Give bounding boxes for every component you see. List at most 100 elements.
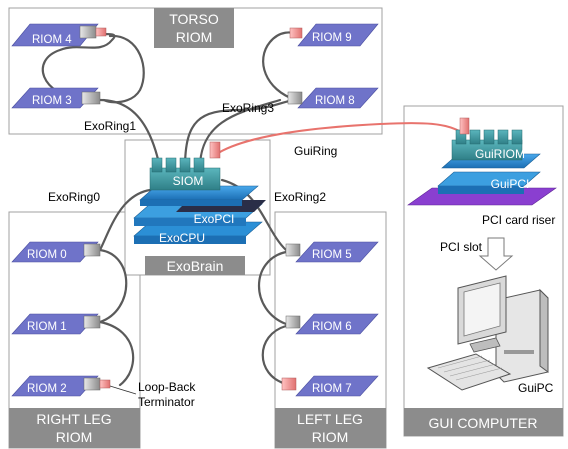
- riom-boards: RIOM 4 RIOM 3 RIOM 9 RIOM 8 RIOM 0: [11, 23, 379, 397]
- guiriom-port-icon: [483, 129, 495, 145]
- exoring2-label: ExoRing2: [274, 190, 326, 204]
- gui-pci-card: GuiPCI GuiRIOM: [407, 117, 557, 206]
- exoring1-label: ExoRing1: [84, 119, 136, 133]
- tower-drive-slot: [504, 350, 534, 354]
- keyboard: [426, 353, 512, 391]
- riom-1-connector: [83, 315, 101, 329]
- left-leg-title-line2: RIOM: [312, 429, 349, 445]
- exobrain-title: ExoBrain: [167, 258, 224, 274]
- riom-3: RIOM 3: [11, 87, 101, 109]
- riom-2-label: RIOM 2: [27, 383, 67, 395]
- siom-label: SIOM: [173, 174, 204, 188]
- guipc-computer-icon: [426, 275, 549, 391]
- guiriom-port-icon: [497, 129, 509, 145]
- monitor-screen: [463, 282, 501, 337]
- exocpu-label: ExoCPU: [159, 231, 205, 245]
- siom-port-icon: [193, 157, 205, 173]
- guipci-board-edge: [438, 186, 524, 194]
- riom-4-label: RIOM 4: [32, 34, 72, 46]
- riom-4: RIOM 4: [11, 23, 107, 47]
- riom-9-label: RIOM 9: [312, 32, 352, 44]
- riom-6: RIOM 6: [285, 313, 379, 335]
- riom-9: RIOM 9: [289, 23, 379, 47]
- guiring-label: GuiRing: [294, 144, 337, 158]
- exopci-label: ExoPCI: [194, 212, 235, 226]
- siom-port-icon: [151, 157, 163, 173]
- riom-9-terminator-icon: [289, 27, 303, 39]
- cable-exoring2-b: [257, 250, 288, 326]
- right-leg-title-line2: RIOM: [56, 429, 93, 445]
- riom-5-label: RIOM 5: [312, 249, 352, 261]
- riom-3-connector: [81, 91, 101, 105]
- exobrain-title-bg: [145, 256, 245, 275]
- exoring0-label: ExoRing0: [48, 190, 100, 204]
- gui-computer-title-bg: [404, 408, 563, 436]
- riom-1-label: RIOM 1: [27, 321, 67, 333]
- riom-1: RIOM 1: [11, 313, 101, 335]
- riom-6-label: RIOM 6: [312, 321, 352, 333]
- riom-8-connector: [287, 91, 303, 105]
- cable-exoring0-a: [98, 188, 152, 252]
- right-leg-title-bg: [9, 408, 140, 448]
- cable-exoring3-c: [198, 98, 282, 170]
- pci-slot-label: PCI slot: [440, 240, 483, 254]
- exocpu-board-edge: [134, 236, 246, 244]
- loopback-terminator-icon: [99, 379, 111, 389]
- riom-5-connector: [285, 243, 301, 257]
- exoring3-label: ExoRing3: [222, 101, 274, 115]
- riom-0-label: RIOM 0: [27, 249, 67, 261]
- guiriom-label: GuiRIOM: [475, 147, 525, 161]
- cable-exoring2-c: [261, 324, 288, 386]
- riom-7: RIOM 7: [281, 375, 379, 397]
- guipci-label: GuiPCI: [491, 177, 530, 191]
- cable-exoring1-loop: [102, 34, 145, 104]
- riom-4-connector: [79, 25, 97, 39]
- torso-title-line2: RIOM: [176, 29, 213, 45]
- torso-title-bg: [154, 8, 234, 48]
- cable-exoring3-b: [262, 31, 298, 102]
- riom-6-connector: [285, 315, 301, 329]
- guiriom-port-icon: [511, 129, 523, 145]
- keyboard-keys: [437, 355, 503, 381]
- riom-8: RIOM 8: [287, 87, 379, 109]
- left-leg-title-bg: [275, 408, 386, 448]
- exopci-board-edge: [134, 218, 246, 226]
- guipc-label: GuiPC: [518, 381, 554, 395]
- right-leg-title-line1: RIGHT LEG: [36, 411, 111, 427]
- cable-exoring0-c: [98, 320, 135, 387]
- riom-2-connector: [83, 377, 101, 391]
- riom-5: RIOM 5: [285, 241, 379, 263]
- riom-4-terminator-icon: [95, 27, 107, 37]
- cable-exoring3-a: [183, 98, 298, 170]
- terminator-label-line2: Terminator: [138, 395, 195, 409]
- guiriom-guiring-port-icon: [459, 117, 470, 135]
- guiriom-port-icon: [469, 129, 481, 145]
- siom-board-edge: [140, 200, 242, 206]
- cables: [41, 31, 298, 387]
- riom-3-label: RIOM 3: [32, 95, 72, 107]
- riom-7-terminator-icon: [281, 377, 297, 391]
- exobrain-stack: ExoCPU ExoPCI SIOM: [133, 141, 266, 245]
- cable-exoring2-a: [220, 178, 288, 252]
- monitor-stand: [469, 337, 501, 353]
- terminator-pointer: [109, 385, 137, 395]
- torso-title-line1: TORSO: [169, 11, 219, 27]
- riom-0: RIOM 0: [11, 241, 101, 263]
- terminator-label-line1: Loop-Back: [138, 380, 196, 394]
- pci-card-riser-label: PCI card riser: [482, 213, 555, 227]
- left-leg-title-line1: LEFT LEG: [297, 411, 363, 427]
- riom-0-connector: [83, 243, 101, 257]
- riom-2: RIOM 2: [11, 375, 111, 397]
- siom-port-icon: [179, 157, 191, 173]
- riom-8-label: RIOM 8: [315, 95, 355, 107]
- pci-slot-arrow-icon: [478, 237, 514, 271]
- cable-guiring: [214, 122, 466, 156]
- riom-7-label: RIOM 7: [312, 383, 352, 395]
- guiring-port-icon: [209, 141, 221, 159]
- cable-exoring1-a: [98, 98, 162, 170]
- siom-port-icon: [165, 157, 177, 173]
- cable-exoring0-b: [98, 248, 128, 324]
- gui-computer-title: GUI COMPUTER: [429, 415, 538, 431]
